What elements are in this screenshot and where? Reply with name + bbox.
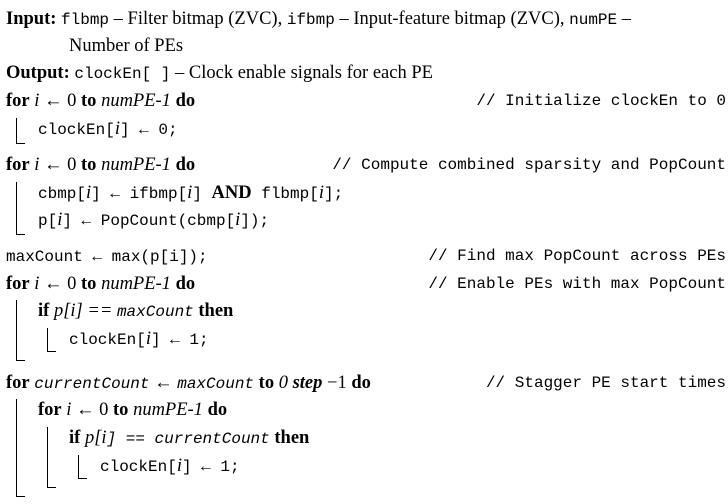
loop1-comment: // Initialize clockEn to 0	[476, 92, 726, 110]
loop2-comment: // Compute combined sparsity and PopCoun…	[332, 156, 726, 174]
loop3-header: for i ← 0 to numPE-1 do // Enable PEs wi…	[6, 271, 726, 297]
loop3-bracket	[16, 300, 17, 360]
loop4-comment: // Stagger PE start times	[485, 374, 726, 392]
loop4-header: for currentCount ← maxCount to 0 step −1…	[6, 370, 726, 396]
loop5-bracket	[47, 427, 48, 487]
loop1-header: for i ← 0 to numPE-1 do // Initialize cl…	[6, 88, 726, 114]
input-line: Input: flbmp – Filter bitmap (ZVC), ifbm…	[6, 6, 726, 32]
if1-bracket	[47, 328, 48, 351]
input-ifbmp-desc: – Input-feature bitmap (ZVC),	[334, 9, 570, 29]
input-numpe: numPE	[569, 11, 618, 29]
maxcount-line: maxCount ← max(p[i]); // Find max PopCou…	[6, 243, 726, 269]
loop2-body-popcount: p[i] ← PopCount(cbmp[i]);	[38, 210, 270, 230]
input-ifbmp: ifbmp	[286, 11, 335, 29]
loop5-if: if p[i] == currentCount then	[69, 428, 310, 448]
loop3-if: if p[i] == maxCount then	[38, 301, 234, 321]
input-flbmp-desc: – Filter bitmap (ZVC),	[109, 9, 287, 29]
output-label: Output:	[6, 63, 70, 83]
loop4-bracket	[16, 399, 17, 496]
output-var: clockEn[ ]	[74, 65, 171, 83]
input-continuation: Number of PEs	[69, 36, 184, 56]
loop5-header: for i ← 0 to numPE-1 do	[38, 400, 228, 420]
loop5-body: clockEn[i] ← 1;	[100, 456, 240, 476]
input-numpe-desc: –	[617, 9, 631, 29]
input-label: Input:	[6, 9, 57, 29]
loop1-body: clockEn[i] ← 0;	[38, 119, 178, 139]
loop1-bracket	[16, 118, 17, 143]
maxcount-comment: // Find max PopCount across PEs	[428, 247, 726, 265]
loop2-bracket	[16, 182, 17, 234]
if2-bracket	[78, 455, 79, 478]
loop2-body-cbmp: cbmp[i] ← ifbmp[i] AND flbmp[i];	[38, 183, 344, 203]
output-desc: – Clock enable signals for each PE	[170, 63, 433, 83]
output-line: Output: clockEn[ ] – Clock enable signal…	[6, 60, 726, 86]
loop3-body: clockEn[i] ← 1;	[69, 329, 209, 349]
loop2-header: for i ← 0 to numPE-1 do // Compute combi…	[6, 152, 726, 178]
input-flbmp: flbmp	[61, 11, 110, 29]
loop3-comment: // Enable PEs with max PopCount	[428, 275, 726, 293]
